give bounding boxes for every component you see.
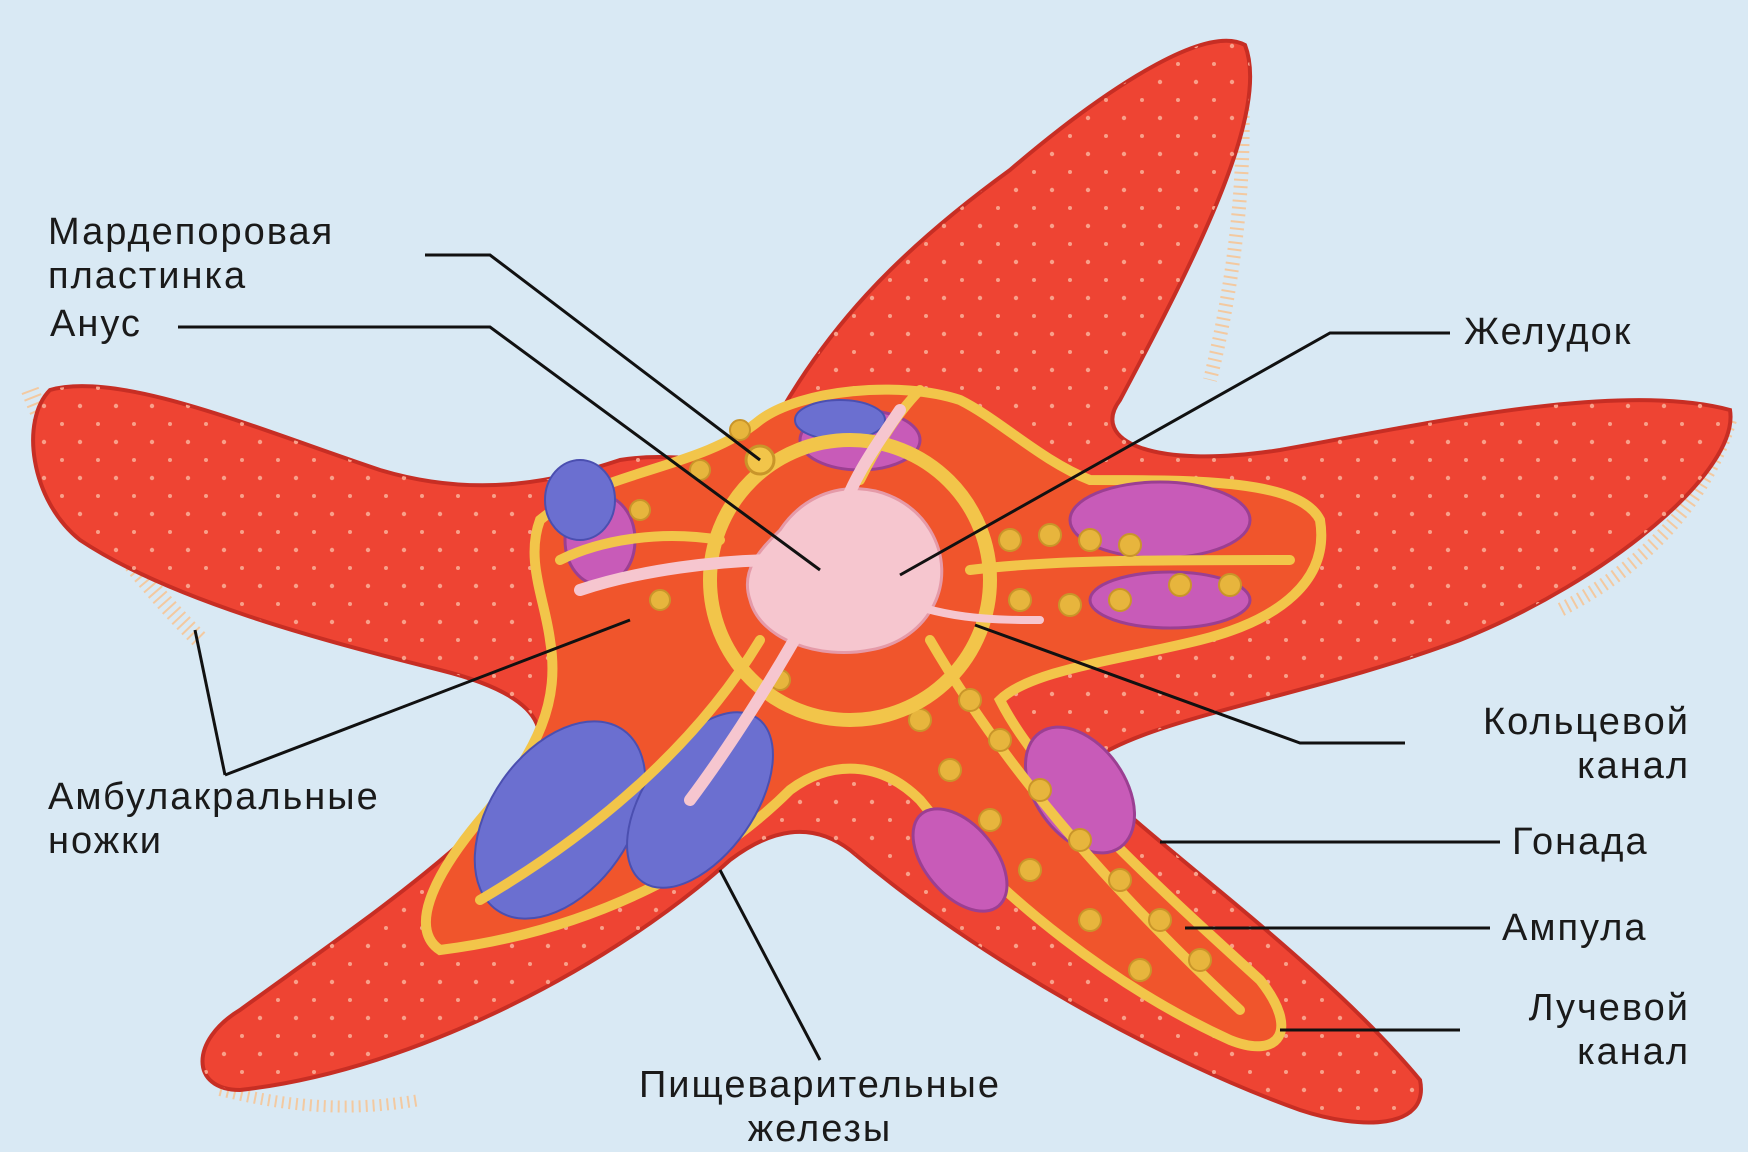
label-madreporic-line1: Мардепоровая <box>48 210 334 254</box>
label-ring-canal-line2: канал <box>1420 744 1690 788</box>
label-madreporic-plate: Мардепоровая пластинка <box>48 210 334 298</box>
label-digestive-glands-line2: железы <box>560 1107 1080 1151</box>
leader-madreporic <box>425 255 760 460</box>
label-ampulla: Ампула <box>1502 906 1648 950</box>
label-stomach: Желудок <box>1464 310 1632 354</box>
label-stomach-text: Желудок <box>1464 310 1632 354</box>
label-digestive-glands-line1: Пищеварительные <box>560 1063 1080 1107</box>
label-tube-feet: Амбулакральные ножки <box>48 775 380 863</box>
label-radial-canal-line1: Лучевой <box>1440 986 1690 1030</box>
label-gonad-text: Гонада <box>1512 820 1649 864</box>
label-ampulla-text: Ампула <box>1502 906 1648 950</box>
leader-digestive-glands <box>720 870 820 1060</box>
label-madreporic-line2: пластинка <box>48 254 334 298</box>
label-ring-canal: Кольцевой канал <box>1420 700 1690 788</box>
label-radial-canal-line2: канал <box>1440 1030 1690 1074</box>
label-gonad: Гонада <box>1512 820 1649 864</box>
leader-tube-feet-a <box>195 630 225 775</box>
label-radial-canal: Лучевой канал <box>1440 986 1690 1074</box>
label-tube-feet-line1: Амбулакральные <box>48 775 380 819</box>
label-ring-canal-line1: Кольцевой <box>1420 700 1690 744</box>
label-anus-text: Анус <box>50 302 142 346</box>
label-digestive-glands: Пищеварительные железы <box>560 1063 1080 1151</box>
label-anus: Анус <box>50 302 142 346</box>
label-tube-feet-line2: ножки <box>48 819 380 863</box>
